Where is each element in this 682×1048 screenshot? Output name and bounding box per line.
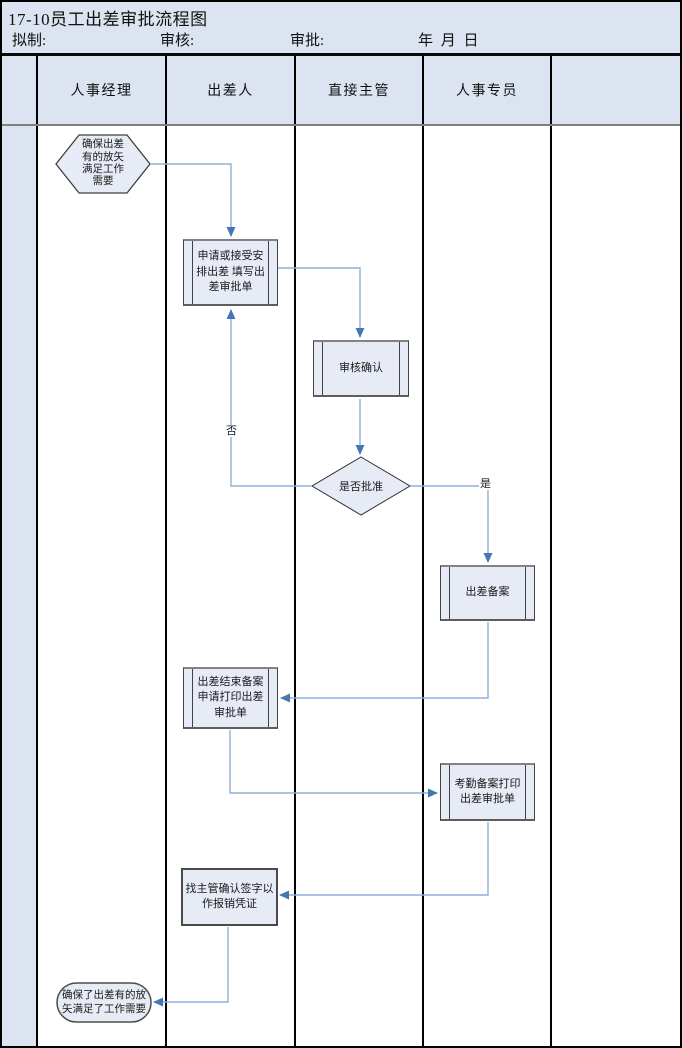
start-hexagon-label: 确保出差有的放矢满足工作需要 xyxy=(82,139,124,188)
process-trip-filing: 出差备案 xyxy=(440,565,535,621)
title-block: 17-10员工出差审批流程图 拟制: 审核: 审批: 年 月 日 xyxy=(2,2,680,56)
lane-header-hr-specialist: 人事专员 xyxy=(424,56,552,124)
lane-header-empty xyxy=(552,56,680,124)
lane-column-margin xyxy=(2,126,38,1046)
process-trip-end-filing-label: 出差结束备案申请打印出差审批单 xyxy=(197,675,264,719)
lane-header-margin xyxy=(2,56,38,124)
process-sign-voucher: 找主管确认签字以作报销凭证 xyxy=(181,868,278,926)
edge-label-no: 否 xyxy=(225,425,238,438)
lane-header-row: 人事经理 出差人 直接主管 人事专员 xyxy=(2,56,680,126)
meta-date-label: 年 月 日 xyxy=(418,33,481,49)
meta-reviewed-label: 审核: xyxy=(160,33,195,49)
process-trip-filing-label: 出差备案 xyxy=(465,586,510,599)
edge-label-yes: 是 xyxy=(479,478,492,491)
process-attendance-filing: 考勤备案打印出差审批单 xyxy=(440,763,535,821)
process-apply-trip-label: 申请或接受安排出差 填写出差审批单 xyxy=(196,250,265,294)
process-review-confirm: 审核确认 xyxy=(313,340,409,397)
end-terminator-label: 确保了出差有的放矢满足了工作需要 xyxy=(62,989,146,1015)
lane-header-traveler: 出差人 xyxy=(167,56,296,124)
lane-header-supervisor: 直接主管 xyxy=(296,56,424,124)
process-attendance-filing-label: 考勤备案打印出差审批单 xyxy=(454,777,521,805)
meta-approved-label: 审批: xyxy=(290,33,325,49)
lane-column-hr-manager xyxy=(38,126,167,1046)
lane-column-supervisor xyxy=(296,126,424,1046)
process-review-confirm-label: 审核确认 xyxy=(339,361,383,374)
lane-column-empty xyxy=(552,126,680,1046)
meta-drafted-label: 拟制: xyxy=(12,33,47,49)
page-title: 17-10员工出差审批流程图 xyxy=(8,10,208,29)
process-sign-voucher-label: 找主管确认签字以作报销凭证 xyxy=(185,882,274,910)
process-trip-end-filing: 出差结束备案申请打印出差审批单 xyxy=(183,667,278,729)
meta-row: 拟制: 审核: 审批: 年 月 日 xyxy=(2,29,680,51)
decision-diamond-label: 是否批准 xyxy=(339,481,383,493)
process-apply-trip: 申请或接受安排出差 填写出差审批单 xyxy=(183,239,278,306)
lane-body xyxy=(2,126,680,1046)
lane-header-hr-manager: 人事经理 xyxy=(38,56,167,124)
